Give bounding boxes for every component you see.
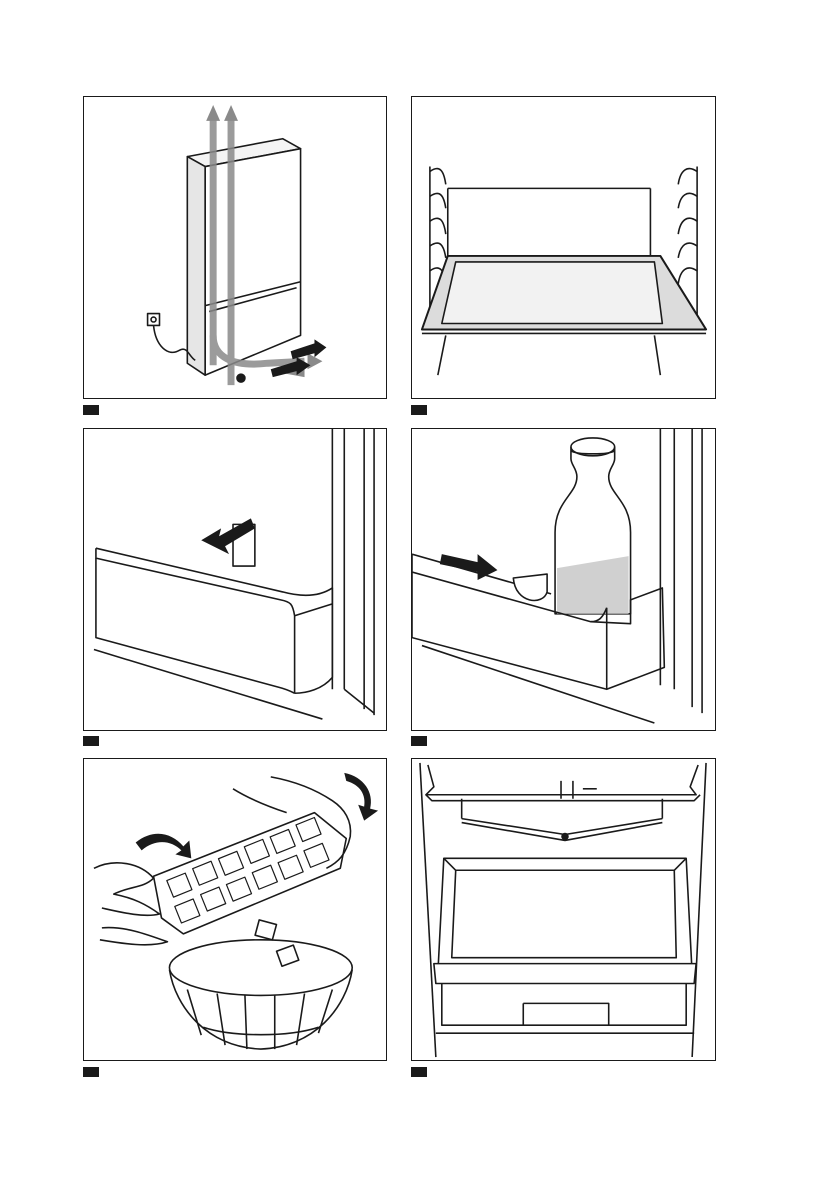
figure-1-marker — [83, 405, 99, 415]
bottle-rack-icon — [412, 429, 715, 730]
door-trim-icon — [84, 429, 386, 730]
figure-3-door-trim — [83, 428, 387, 731]
ice-tray-icon — [84, 759, 386, 1060]
figure-2-glass-shelf — [411, 96, 716, 399]
figure-4-marker — [411, 736, 427, 746]
figure-2-marker — [411, 405, 427, 415]
fridge-airflow-icon — [84, 97, 386, 398]
figure-4-bottle-rack — [411, 428, 716, 731]
figure-3-marker — [83, 736, 99, 746]
figure-5-ice-tray — [83, 758, 387, 1061]
tilt-arrow-right-icon — [344, 773, 378, 821]
shelf-icon — [412, 97, 715, 398]
figure-1-fridge-airflow — [83, 96, 387, 399]
crisper-drawer-icon — [412, 759, 715, 1060]
figure-5-marker — [83, 1067, 99, 1077]
figure-6-crisper-drawer — [411, 758, 716, 1061]
figure-6-marker — [411, 1067, 427, 1077]
tilt-arrow-left-icon — [136, 834, 192, 859]
